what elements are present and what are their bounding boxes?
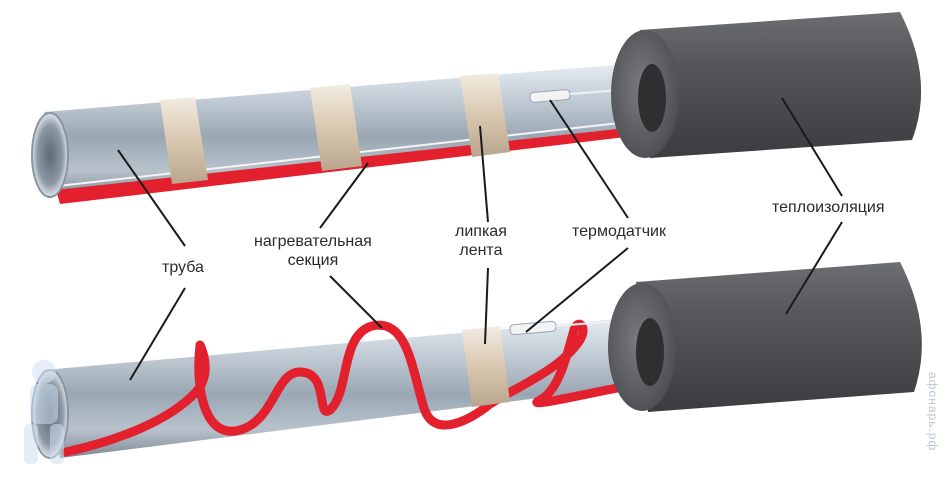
label-heating-section: нагревательная секция	[254, 232, 372, 270]
watermark-text: aфонарь.рф	[926, 372, 940, 452]
label-adhesive-tape: липкая лента	[455, 222, 507, 260]
top-insulation-hole	[638, 64, 666, 132]
label-adhesive-tape-line1: липкая	[455, 223, 507, 240]
bottom-heating-cable	[61, 319, 655, 457]
leader-pipe-bottom	[129, 287, 186, 381]
top-tape-2	[310, 84, 362, 171]
bottom-tape	[462, 326, 510, 407]
leader-lines	[117, 97, 843, 381]
label-adhesive-tape-line2: лента	[459, 242, 503, 259]
leader-insulation-top	[781, 97, 843, 197]
label-thermo-sensor: термодатчик	[572, 223, 666, 240]
leader-insulation-bottom	[785, 221, 843, 315]
bottom-insulation-hole	[636, 318, 664, 386]
top-tape-1	[160, 97, 208, 184]
watermark-mascot	[24, 360, 64, 464]
label-heating-section-line1: нагревательная	[254, 233, 372, 250]
leader-tape-bottom	[484, 267, 489, 345]
bottom-thermo-sensor	[509, 320, 557, 336]
top-tape-3	[460, 73, 510, 157]
top-pipe-end	[31, 112, 69, 198]
top-insulation	[640, 12, 922, 158]
bottom-assembly	[31, 262, 922, 459]
bottom-pipe	[44, 316, 666, 458]
leader-pipe-top	[117, 149, 186, 247]
label-pipe: труба	[162, 259, 204, 276]
leader-heating-bottom	[329, 275, 383, 329]
bottom-insulation	[636, 262, 922, 412]
top-assembly	[31, 12, 922, 204]
top-heating-cable	[56, 124, 668, 204]
top-cable-highlight	[57, 117, 665, 187]
label-thermal-insulation: теплоизоляция	[772, 199, 885, 216]
leader-heating-top	[319, 162, 369, 229]
leader-tape-top	[479, 125, 489, 223]
label-heating-section-line2: секция	[287, 252, 339, 269]
leader-sensor-bottom	[525, 247, 629, 333]
leader-sensor-top	[549, 99, 629, 219]
